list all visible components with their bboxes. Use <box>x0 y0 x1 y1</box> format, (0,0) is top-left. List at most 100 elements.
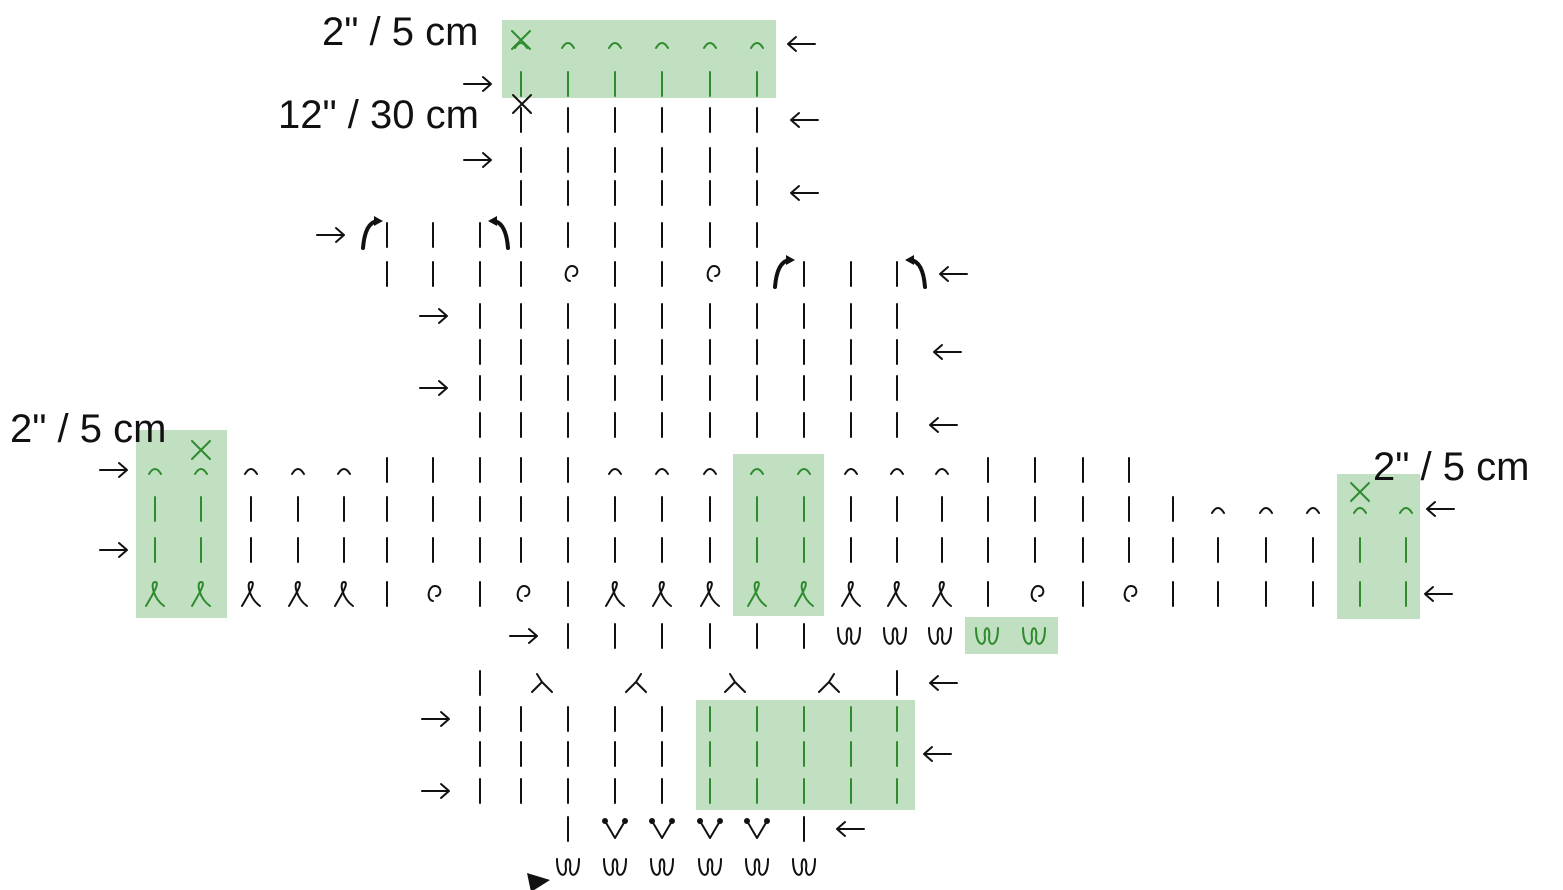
yarn-over <box>427 585 442 602</box>
row-direction-right <box>99 462 128 478</box>
bind-off-cap <box>1399 507 1413 514</box>
cast-on-loop <box>928 627 952 645</box>
bind-off-cap <box>337 468 351 475</box>
bind-off-cap <box>148 468 162 475</box>
increase-v <box>697 818 723 839</box>
dimension-labels: 2" / 5 cm 12" / 30 cm 2" / 5 cm 2" / 5 c… <box>10 10 1529 489</box>
bind-off-cap <box>750 468 764 475</box>
bind-off-cap <box>608 42 622 49</box>
yarn-over <box>564 265 579 282</box>
cross-stitch <box>512 94 532 114</box>
twisted-stitch <box>288 581 308 607</box>
highlight-layer <box>136 20 1420 810</box>
bind-off-cap <box>797 468 811 475</box>
row-direction-right <box>421 783 450 799</box>
row-direction-left <box>1424 586 1453 602</box>
twisted-stitch <box>841 581 861 607</box>
twisted-stitch <box>334 581 354 607</box>
decrease-left <box>724 673 746 693</box>
bind-off-cap <box>514 42 528 49</box>
top-length-label: 12" / 30 cm <box>278 93 479 137</box>
cast-on-loop <box>698 858 722 876</box>
row-direction-right <box>99 542 128 558</box>
twisted-stitch <box>145 581 165 607</box>
bind-off-cap <box>194 468 208 475</box>
row-direction-right <box>419 308 448 324</box>
yarn-over <box>1030 585 1045 602</box>
bind-off-cap <box>1259 507 1273 514</box>
short-row-turn-right <box>488 216 510 250</box>
highlight-region <box>1337 474 1420 619</box>
increase-v <box>649 818 675 839</box>
row-direction-left <box>929 417 958 433</box>
row-direction-left <box>790 185 819 201</box>
bind-off-cap <box>561 42 575 49</box>
row-direction-left <box>933 344 962 360</box>
cross-stitch <box>1350 482 1370 502</box>
cast-on-loop <box>603 858 627 876</box>
top-width-label: 2" / 5 cm <box>322 10 478 54</box>
cast-on-loop <box>837 627 861 645</box>
twisted-stitch <box>241 581 261 607</box>
bind-off-cap <box>890 468 904 475</box>
row-direction-left <box>939 266 968 282</box>
decrease-right <box>625 673 647 693</box>
bind-off-cap <box>703 468 717 475</box>
twisted-stitch <box>191 581 211 607</box>
bind-off-cap <box>935 468 949 475</box>
row-direction-right <box>463 76 492 92</box>
short-row-turn-left <box>361 216 383 250</box>
yarn-over <box>706 265 721 282</box>
increase-v <box>602 818 628 839</box>
twisted-stitch <box>932 581 952 607</box>
decrease-left <box>531 673 553 693</box>
cross-stitch <box>191 440 211 460</box>
bind-off-cap <box>608 468 622 475</box>
twisted-stitch <box>652 581 672 607</box>
cast-on-loop <box>792 858 816 876</box>
bind-off-cap <box>655 42 669 49</box>
short-row-turn-left <box>773 255 795 289</box>
yarn-over <box>516 585 531 602</box>
row-direction-left <box>1426 501 1455 517</box>
twisted-stitch <box>747 581 767 607</box>
row-direction-right <box>463 152 492 168</box>
increase-v <box>744 818 770 839</box>
twisted-stitch <box>794 581 814 607</box>
bind-off-cap <box>844 468 858 475</box>
cast-on-loop <box>1022 627 1046 645</box>
row-direction-left <box>787 36 816 52</box>
cast-on-loop <box>975 627 999 645</box>
yarn-over <box>1123 585 1138 602</box>
bind-off-cap <box>1211 507 1225 514</box>
start-marker <box>527 873 550 890</box>
highlight-region <box>136 430 227 618</box>
cast-on-loop <box>556 858 580 876</box>
twisted-stitch <box>605 581 625 607</box>
bind-off-cap <box>291 468 305 475</box>
decrease-right <box>818 673 840 693</box>
bind-off-cap <box>244 468 258 475</box>
row-direction-left <box>790 112 819 128</box>
cross-stitch <box>511 30 531 50</box>
row-direction-left <box>929 675 958 691</box>
left-width-label: 2" / 5 cm <box>10 407 166 451</box>
row-direction-right <box>316 227 345 243</box>
highlight-region <box>733 454 824 616</box>
twisted-stitch <box>700 581 720 607</box>
bind-off-cap <box>703 42 717 49</box>
highlight-region <box>965 617 1058 654</box>
bind-off-cap <box>1306 507 1320 514</box>
row-direction-left <box>836 821 865 837</box>
cast-on-loop <box>650 858 674 876</box>
cast-on-loop <box>883 627 907 645</box>
stitch-symbols <box>99 30 1455 890</box>
highlight-region <box>502 20 776 98</box>
right-width-label: 2" / 5 cm <box>1373 445 1529 489</box>
bind-off-cap <box>655 468 669 475</box>
row-direction-right <box>421 711 450 727</box>
cast-on-loop <box>745 858 769 876</box>
short-row-turn-right <box>905 255 927 289</box>
highlight-region <box>696 700 915 810</box>
row-direction-right <box>419 380 448 396</box>
